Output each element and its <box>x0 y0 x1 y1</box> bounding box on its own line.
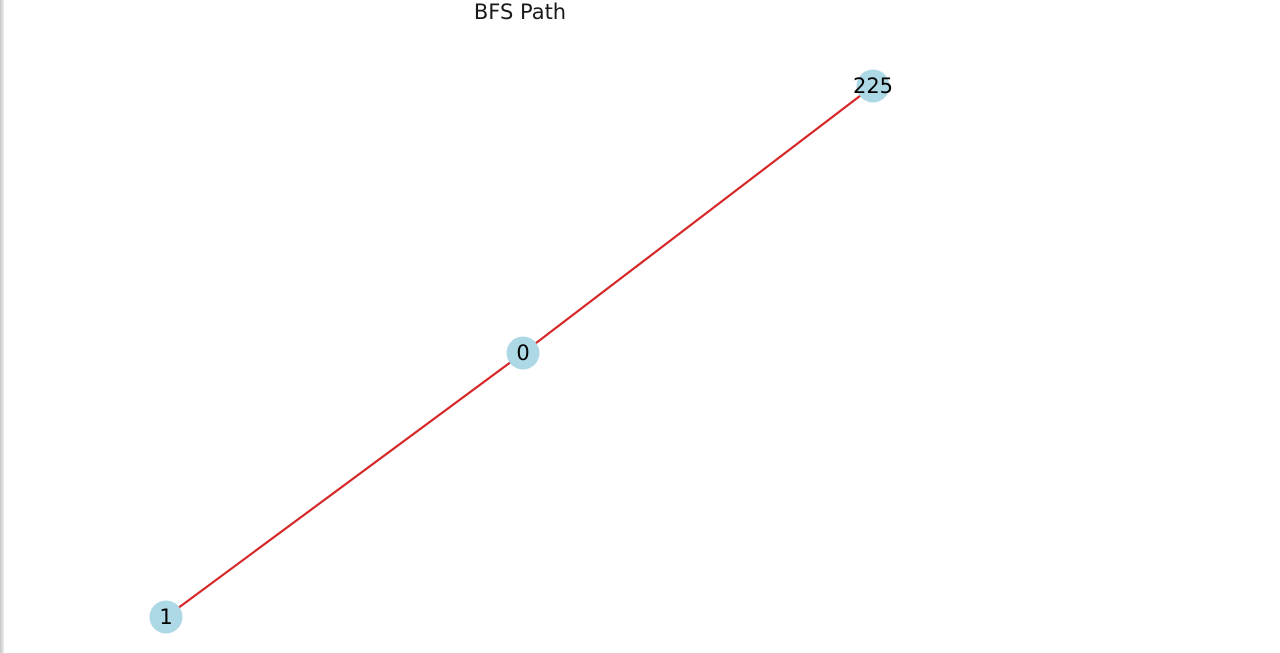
edge-225-0 <box>522 85 874 354</box>
node-circle <box>856 69 890 103</box>
node-label: 1 <box>159 605 172 629</box>
node-label: 225 <box>853 74 893 98</box>
node-1: 1 <box>149 600 183 634</box>
node-circle <box>506 336 540 370</box>
node-0: 0 <box>506 336 540 370</box>
node-225: 225 <box>853 69 893 103</box>
plot-title: BFS Path <box>473 0 567 24</box>
edge-0-1 <box>165 352 524 618</box>
node-circle <box>149 600 183 634</box>
edges-layer <box>165 85 874 618</box>
window-left-edge <box>0 0 4 653</box>
nodes-layer: 225 0 1 <box>149 69 893 634</box>
node-label: 0 <box>516 341 529 365</box>
